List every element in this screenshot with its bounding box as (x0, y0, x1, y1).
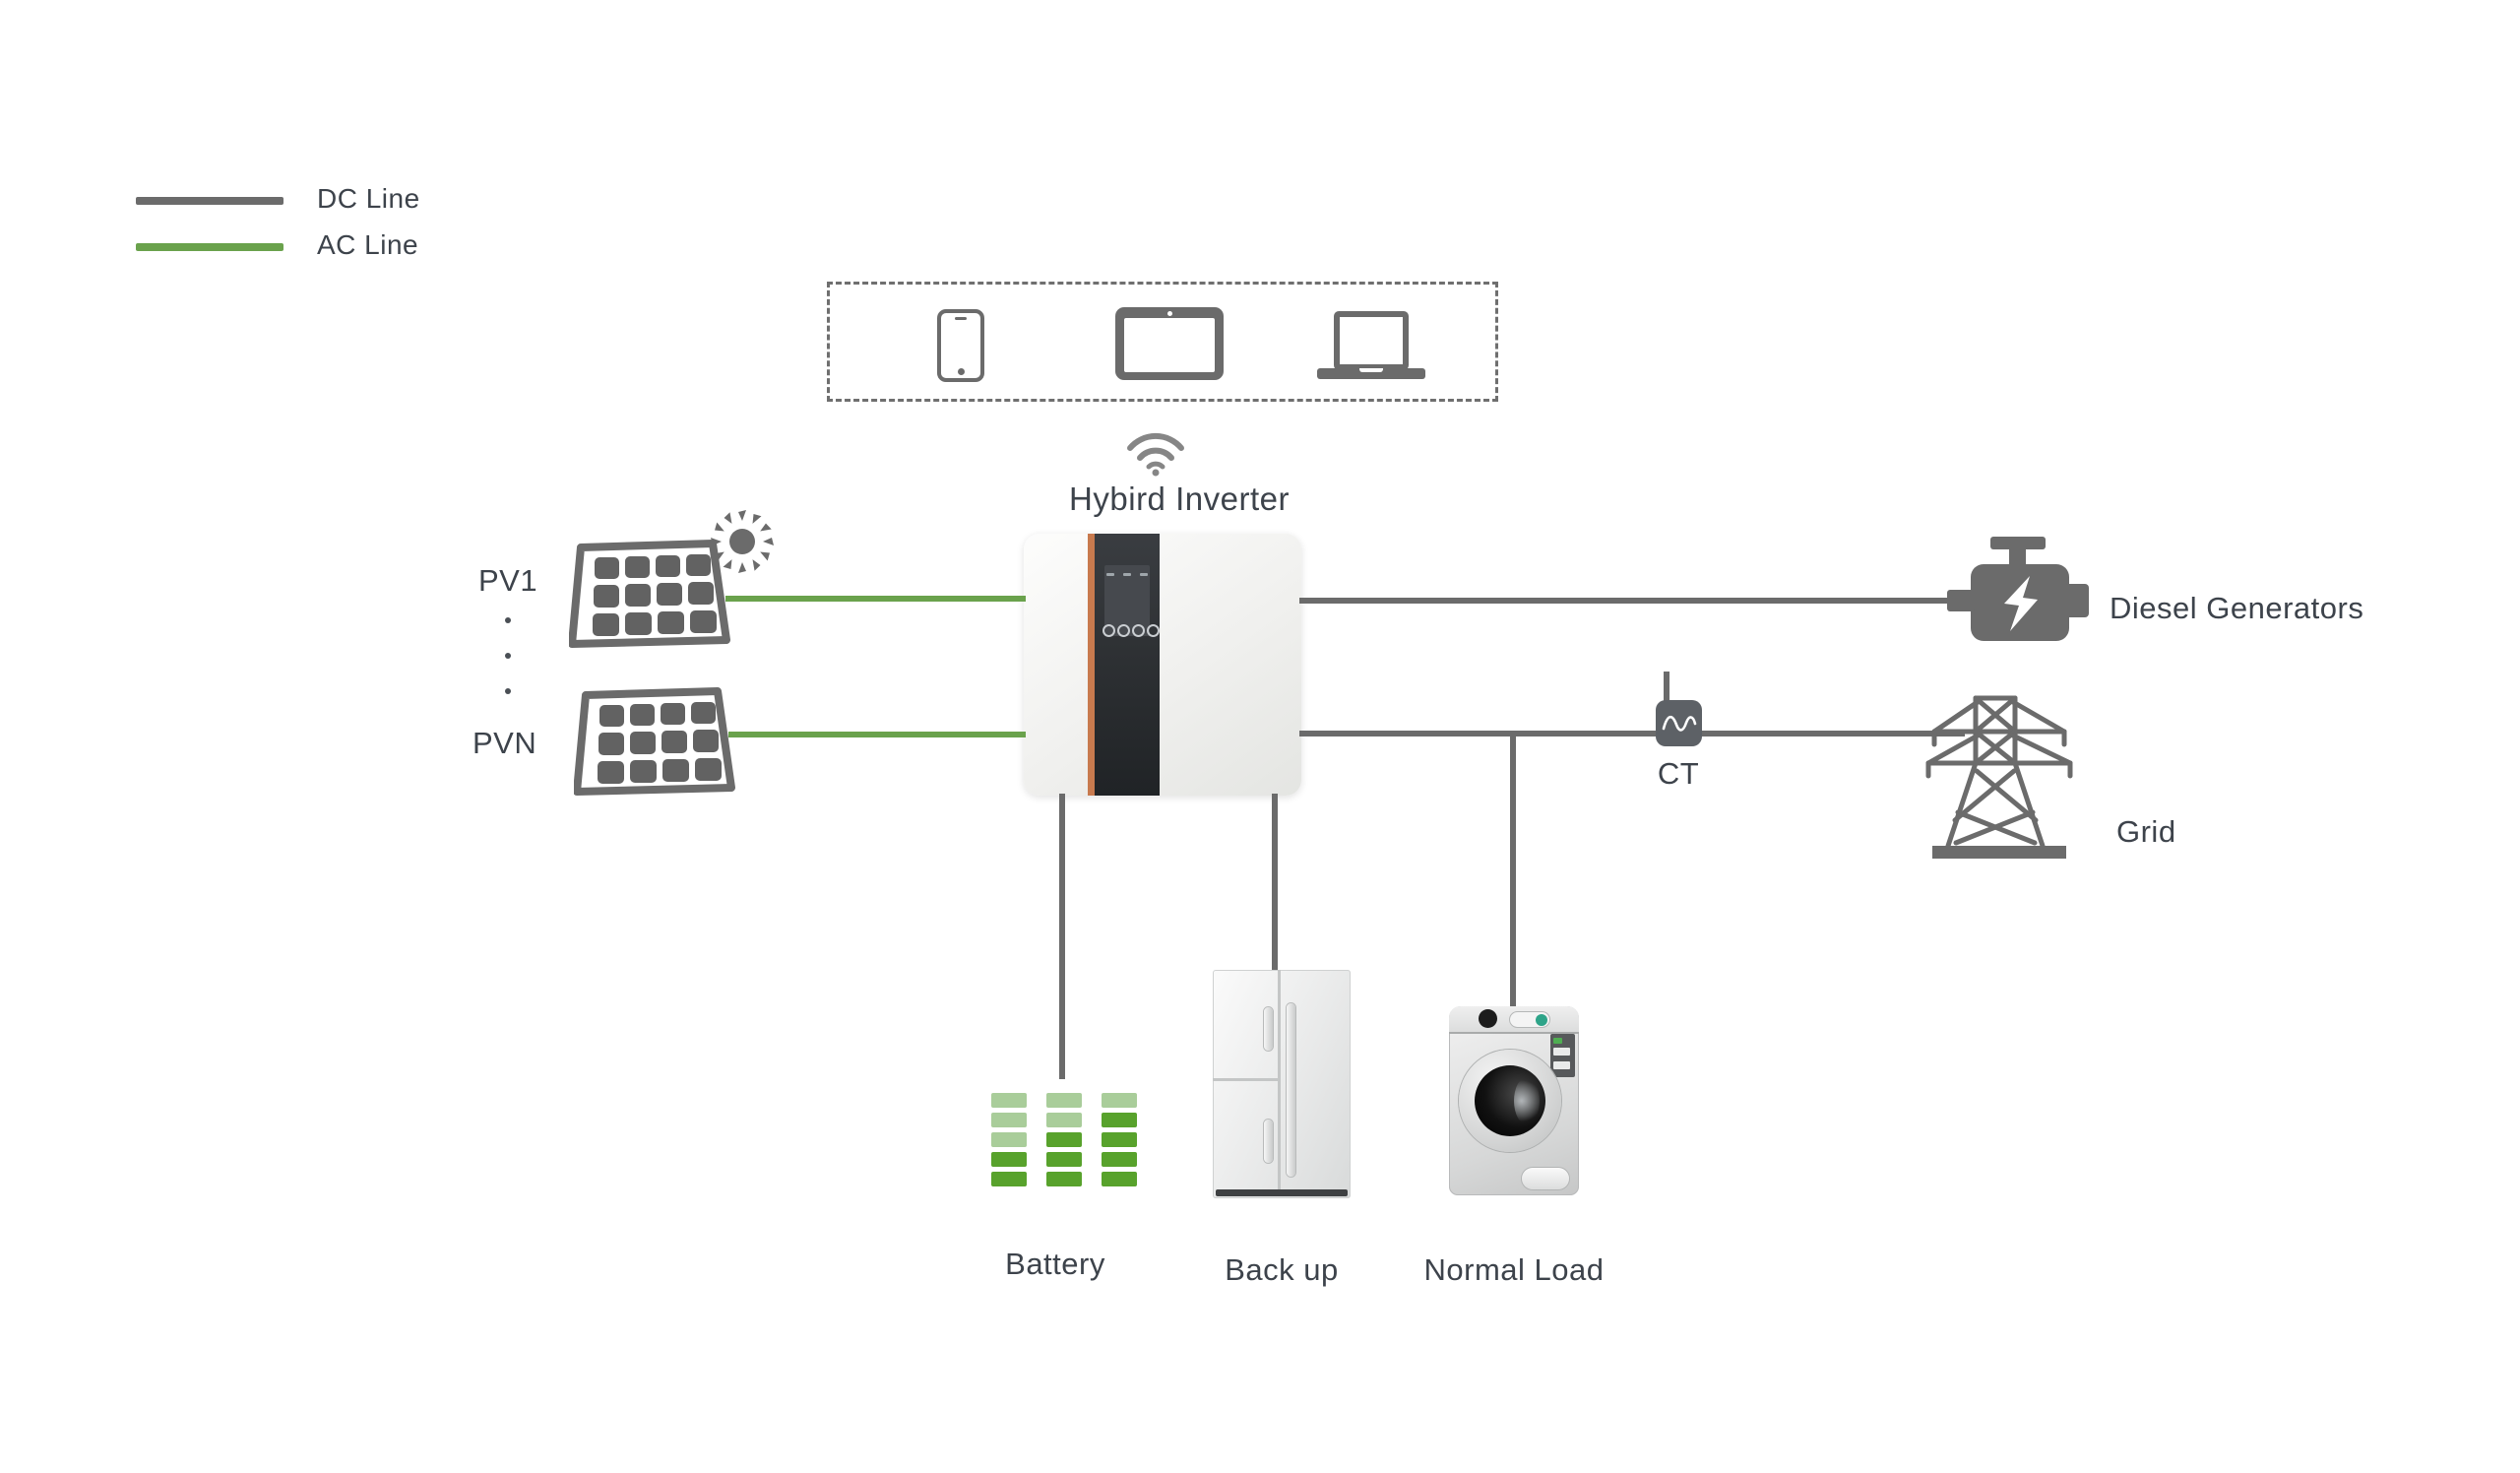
smartphone-icon (937, 309, 984, 382)
battery-bar-light (1102, 1093, 1137, 1108)
hybrid-inverter-label: Hybird Inverter (1069, 480, 1290, 517)
battery-bar-dark (991, 1152, 1027, 1167)
battery-bar-light (991, 1093, 1027, 1108)
laptop-icon (1317, 311, 1425, 380)
inverter-button (1147, 624, 1160, 637)
pv-ellipsis-dot (505, 617, 511, 623)
inverter-accent-stripe (1088, 534, 1095, 796)
grid-tower-icon (1925, 695, 2073, 859)
pv1-panel-icon (569, 540, 730, 648)
backup-fridge-icon (1213, 970, 1351, 1198)
ct-icon (1656, 700, 1702, 746)
washer-door (1459, 1050, 1561, 1152)
legend-dc-label: DC Line (317, 183, 420, 214)
ct-stub-line (1664, 672, 1670, 703)
washer-control (1510, 1012, 1549, 1027)
ct-label: CT (1657, 756, 1700, 791)
battery-bar-dark (1046, 1152, 1082, 1167)
sun-icon (711, 510, 774, 573)
legend-ac-swatch (136, 243, 284, 251)
inverter-button (1102, 624, 1115, 637)
battery-drop-line (1059, 794, 1065, 1079)
diesel-generator-icon (1947, 537, 2089, 641)
pv1-label: PV1 (478, 563, 538, 598)
inverter-button (1117, 624, 1130, 637)
washer-dispenser (1550, 1034, 1575, 1077)
fridge-handle (1264, 1120, 1273, 1163)
grid-label: Grid (2116, 814, 2176, 849)
washer-knob (1479, 1009, 1497, 1028)
hybrid-inverter-image (1024, 534, 1301, 796)
battery-bar-dark (1046, 1172, 1082, 1186)
battery-bar-dark (1102, 1172, 1137, 1186)
ac-line-pv1 (725, 596, 1026, 602)
battery-bar-dark (1102, 1132, 1137, 1147)
normal-load-drop-line (1510, 734, 1516, 1008)
battery-label: Battery (1005, 1247, 1105, 1281)
battery-bar-light (991, 1113, 1027, 1127)
dc-line-to-grid (1299, 731, 1965, 736)
backup-drop-line (1272, 794, 1278, 972)
legend-ac-label: AC Line (317, 229, 419, 260)
dc-line-to-diesel (1299, 598, 1955, 604)
battery-icon (991, 1093, 1137, 1186)
fridge-handle (1264, 1007, 1273, 1051)
pv-ellipsis-dot (505, 688, 511, 694)
ac-line-pvn (728, 732, 1026, 737)
normal-load-label: Normal Load (1423, 1252, 1605, 1287)
backup-label: Back up (1225, 1252, 1339, 1287)
pvn-label: PVN (472, 726, 537, 760)
wifi-icon (1127, 432, 1184, 477)
fridge-handle (1287, 1003, 1295, 1177)
pvn-panel-icon (574, 687, 735, 796)
inverter-button (1132, 624, 1145, 637)
battery-bar-dark (991, 1172, 1027, 1186)
battery-bar-dark (1102, 1113, 1137, 1127)
battery-bar-light (991, 1132, 1027, 1147)
washing-machine-icon (1449, 1006, 1579, 1195)
remote-devices-box (827, 282, 1498, 402)
battery-bar-light (1046, 1113, 1082, 1127)
pv-ellipsis-dot (505, 653, 511, 659)
diesel-generators-label: Diesel Generators (2110, 591, 2364, 625)
battery-bar-dark (1046, 1132, 1082, 1147)
tablet-icon (1115, 307, 1224, 380)
battery-bar-light (1046, 1093, 1082, 1108)
battery-bar-dark (1102, 1152, 1137, 1167)
legend-dc-swatch (136, 197, 284, 205)
